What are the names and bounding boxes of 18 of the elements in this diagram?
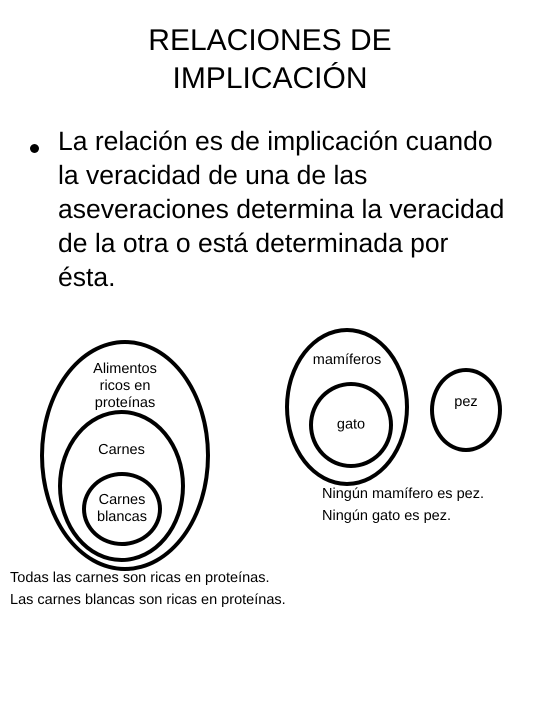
ellipse xyxy=(40,340,210,571)
set-label: Carnes xyxy=(97,442,146,459)
set-label: Carnes blancas xyxy=(96,492,148,526)
ellipse xyxy=(430,368,502,452)
ellipse xyxy=(285,328,409,486)
statement: Todas las carnes son ricas en proteínas. xyxy=(10,569,270,588)
title: RELACIONES DE IMPLICACIÓN xyxy=(147,23,393,97)
set-label: mamíferos xyxy=(312,352,382,369)
definition-paragraph: La relación es de implicación cuando la veracidad de una de las aseveraciones determina la veracidad de la otra o está determinada por ésta. xyxy=(58,125,506,294)
ellipse xyxy=(82,472,162,546)
set-label: gato xyxy=(336,416,366,434)
ellipse xyxy=(58,410,185,562)
statement: Ningún mamífero es pez. xyxy=(322,485,484,504)
statement: Las carnes blancas son ricas en proteínas. xyxy=(10,591,286,610)
set-label: Alimentos ricos en proteínas xyxy=(92,361,158,412)
set-label: pez xyxy=(453,394,479,411)
statement: Ningún gato es pez. xyxy=(322,507,451,526)
ellipse xyxy=(309,382,393,468)
